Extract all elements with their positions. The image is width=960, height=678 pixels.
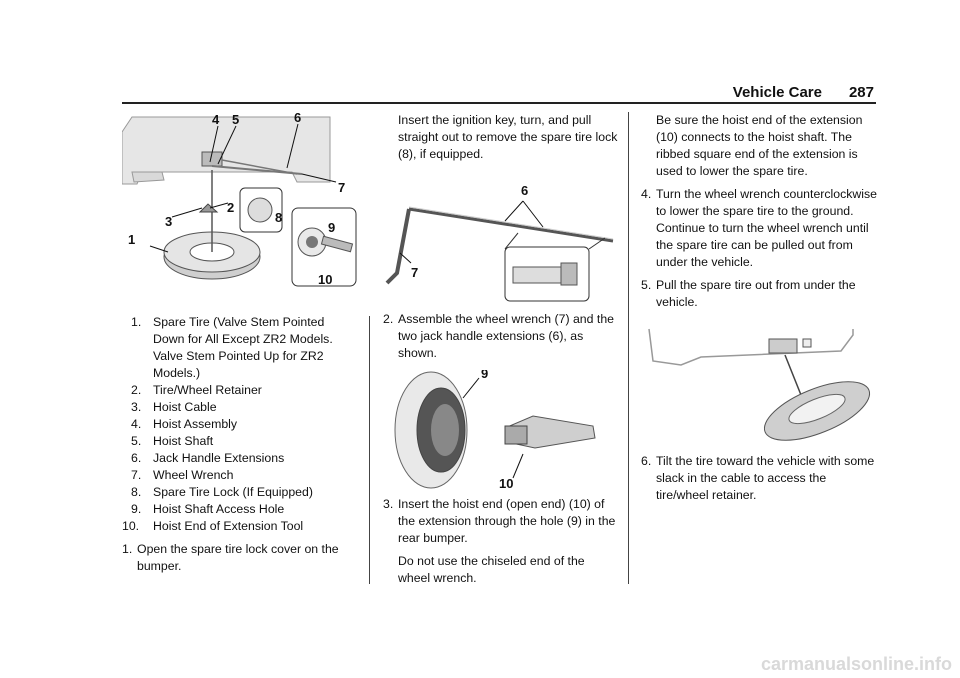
callout-9: 9 <box>328 220 335 235</box>
legend-item: 9.Hoist Shaft Access Hole <box>131 502 285 516</box>
step-2: 2.Assemble the wheel wrench (7) and the … <box>383 312 614 360</box>
callout-4: 4 <box>212 112 220 127</box>
tire-removal-illustration <box>648 328 871 441</box>
column-3: Be sure the hoist end of the extension (… <box>641 112 877 504</box>
legend-item: 5.Hoist Shaft <box>131 434 214 448</box>
column-divider <box>628 112 629 584</box>
wheel-wrench-assembly-illustration: 6 7 <box>385 183 614 302</box>
callout-5: 5 <box>232 112 239 127</box>
legend-item: 3.Hoist Cable <box>131 400 217 414</box>
callout-9: 9 <box>481 370 488 381</box>
callout-10: 10 <box>318 272 332 287</box>
step-4: 4.Turn the wheel wrench counterclockwise… <box>641 187 877 269</box>
callout-8: 8 <box>275 210 282 225</box>
legend-item: 4.Hoist Assembly <box>131 417 238 431</box>
step-3-continued: Be sure the hoist end of the extension (… <box>656 113 863 178</box>
step-6: 6.Tilt the tire toward the vehicle with … <box>641 454 875 502</box>
legend-item: 10.Hoist End of Extension Tool <box>122 519 304 533</box>
legend-item: 8.Spare Tire Lock (If Equipped) <box>131 485 313 499</box>
step-3: 3.Insert the hoist end (open end) (10) o… <box>383 497 616 545</box>
legend-item: 7.Wheel Wrench <box>131 468 234 482</box>
callout-7: 7 <box>411 265 418 280</box>
header-rule <box>122 102 876 104</box>
callout-1: 1 <box>128 232 135 247</box>
page-number: 287 <box>848 84 874 101</box>
column-divider <box>369 316 370 584</box>
callout-10: 10 <box>499 476 513 490</box>
step-3-note: Do not use the chiseled end of the wheel… <box>398 554 585 585</box>
spare-tire-location-illustration: 1 2 3 4 5 6 7 8 9 10 <box>122 112 357 287</box>
column-1: 1 2 3 4 5 6 7 8 9 10 1.Spare Tire (Valve… <box>122 112 358 575</box>
hoist-access-hole-illustration: 9 10 <box>394 370 596 490</box>
callout-3: 3 <box>165 214 172 229</box>
callout-2: 2 <box>227 200 234 215</box>
step-1-continued: Insert the ignition key, turn, and pull … <box>398 113 618 161</box>
legend-item: 2.Tire/Wheel Retainer <box>131 383 262 397</box>
legend-item: 1.Spare Tire (Valve Stem Pointed Down fo… <box>131 315 333 380</box>
column-2: Insert the ignition key, turn, and pull … <box>383 112 619 587</box>
section-title: Vehicle Care <box>732 84 822 101</box>
legend-item: 6.Jack Handle Extensions <box>131 451 285 465</box>
step-1: 1.Open the spare tire lock cover on the … <box>122 542 339 573</box>
callout-6: 6 <box>294 112 301 125</box>
watermark: carmanualsonline.info <box>760 654 952 674</box>
legend-list: 1.Spare Tire (Valve Stem Pointed Down fo… <box>122 314 358 535</box>
callout-6: 6 <box>521 183 528 198</box>
callout-7: 7 <box>338 180 345 195</box>
page-header: Vehicle Care 287 <box>122 84 876 104</box>
step-5: 5.Pull the spare tire out from under the… <box>641 278 856 309</box>
